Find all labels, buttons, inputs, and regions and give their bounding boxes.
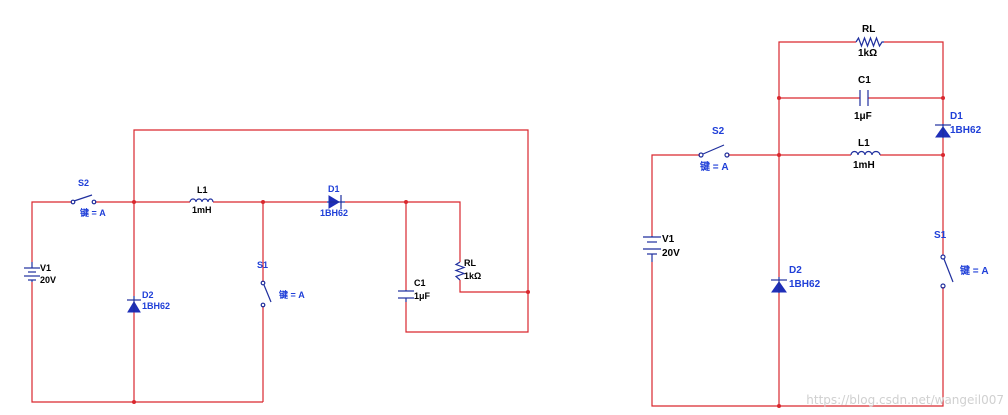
left-rl-value: 1kΩ (464, 271, 481, 281)
right-battery-v1[interactable] (643, 236, 661, 262)
right-switch-s1[interactable] (940, 254, 954, 289)
left-rl-name: RL (464, 258, 476, 268)
left-switch-s1[interactable] (260, 280, 272, 308)
right-d1-name: D1 (950, 111, 963, 122)
right-d1-part: 1BH62 (950, 125, 982, 136)
left-switch-s2[interactable] (70, 194, 97, 205)
right-nodes (777, 96, 945, 408)
right-d2-name: D2 (789, 265, 802, 276)
left-l1-value: 1mH (192, 205, 212, 215)
left-resistor-rl[interactable] (454, 261, 466, 281)
right-c1-name: C1 (858, 75, 871, 86)
right-s1-key: 键 = A (959, 264, 989, 277)
left-s2-name: S2 (78, 178, 89, 188)
left-d2-name: D2 (142, 290, 154, 300)
left-d1-part: 1BH62 (320, 208, 348, 218)
right-rl-value: 1kΩ (858, 48, 877, 59)
left-d2-part: 1BH62 (142, 301, 170, 311)
right-circuit: RL 1kΩ C1 1μF L1 1mH D1 1BH62 S2 键 = (643, 24, 989, 408)
left-s1-key: 键 = A (278, 289, 305, 300)
left-inductor-l1[interactable] (189, 198, 214, 203)
left-circuit: V1 20V S2 键 = A D2 1BH62 L1 1mH S1 (24, 129, 530, 404)
left-wires (31, 129, 529, 403)
right-rl-name: RL (862, 24, 875, 35)
left-c1-value: 1μF (414, 291, 431, 301)
right-s1-name: S1 (934, 230, 947, 241)
left-d1-name: D1 (328, 184, 340, 194)
right-d2-part: 1BH62 (789, 279, 821, 290)
left-l1-name: L1 (197, 185, 208, 195)
right-v1-value: 20V (662, 248, 680, 259)
right-wires (651, 41, 944, 407)
right-diode-d1[interactable] (935, 124, 951, 138)
right-l1-value: 1mH (853, 160, 875, 171)
right-v1-name: V1 (662, 234, 675, 245)
left-v1-name: V1 (40, 263, 51, 273)
right-diode-d2[interactable] (771, 277, 787, 293)
right-s2-name: S2 (712, 126, 725, 137)
right-switch-s2[interactable] (698, 144, 730, 158)
watermark-text: https://blog.csdn.net/wangeil007 (806, 393, 1004, 407)
left-diode-d1[interactable] (327, 195, 345, 209)
right-c1-value: 1μF (854, 111, 872, 122)
left-diode-d2[interactable] (127, 296, 141, 313)
left-c1-name: C1 (414, 278, 426, 288)
right-inductor-l1[interactable] (850, 150, 881, 156)
left-nodes (132, 200, 530, 404)
left-battery-v1[interactable] (24, 262, 40, 282)
left-s2-key: 键 = A (79, 207, 106, 218)
right-resistor-rl[interactable] (855, 36, 884, 48)
left-s1-name: S1 (257, 260, 268, 270)
right-s2-key: 键 = A (699, 160, 729, 173)
right-capacitor-c1[interactable] (859, 90, 869, 106)
right-l1-name: L1 (858, 138, 870, 149)
left-capacitor-c1[interactable] (398, 290, 414, 302)
left-v1-value: 20V (40, 275, 56, 285)
